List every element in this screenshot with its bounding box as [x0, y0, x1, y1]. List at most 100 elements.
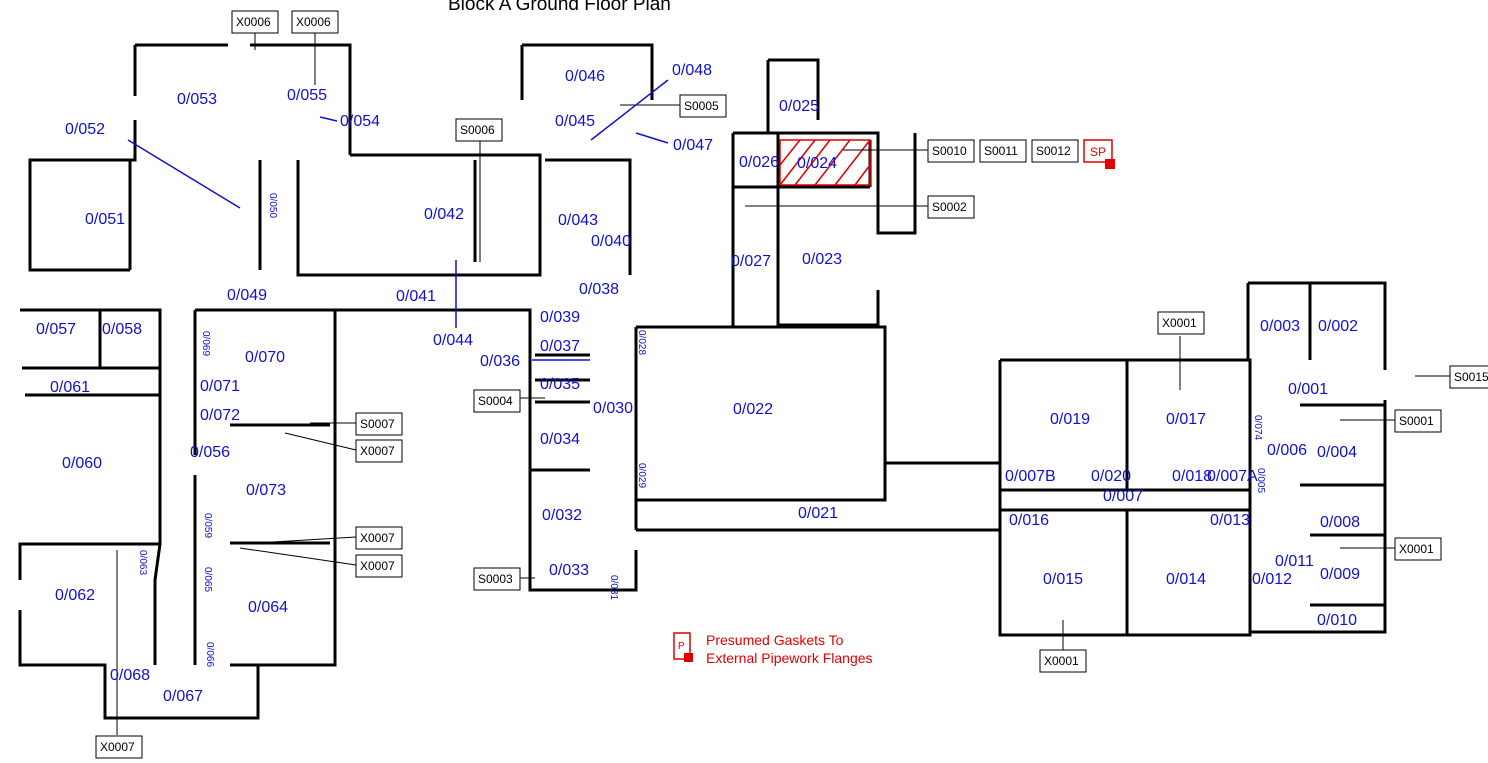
- room-label-0-033: 0/033: [549, 562, 589, 579]
- svg-text:X0001: X0001: [1399, 542, 1434, 556]
- tag-s0001: S0001: [1394, 409, 1442, 433]
- room-label-0-060: 0/060: [62, 455, 102, 472]
- room-label-0-007: 0/007: [1103, 488, 1143, 505]
- room-label-0-008: 0/008: [1320, 514, 1360, 531]
- legend-line-1: Presumed Gaskets To: [706, 632, 844, 648]
- room-label-0-030: 0/030: [593, 400, 633, 417]
- room-label-0-025: 0/025: [779, 98, 819, 115]
- room-label-0-048: 0/048: [672, 62, 712, 79]
- svg-text:S0006: S0006: [460, 123, 495, 137]
- room-label-0-040: 0/040: [591, 233, 631, 250]
- svg-text:S0007: S0007: [360, 417, 395, 431]
- room-label-0-021: 0/021: [798, 505, 838, 522]
- room-label-0-044: 0/044: [433, 332, 473, 349]
- svg-text:X0007: X0007: [360, 559, 395, 573]
- room-label-0-071: 0/071: [200, 378, 240, 395]
- room-label-0-073: 0/073: [246, 482, 286, 499]
- tag-s0010: S0010: [927, 139, 975, 163]
- room-label-0-053: 0/053: [177, 91, 217, 108]
- room-label-0-031: 0/031: [608, 575, 619, 600]
- tag-s0003: S0003: [473, 567, 521, 591]
- svg-text:S0012: S0012: [1036, 144, 1071, 158]
- room-label-0-058: 0/058: [102, 321, 142, 338]
- sp-tag-text: SP: [1090, 145, 1106, 159]
- legend-line-2: External Pipework Flanges: [706, 650, 873, 666]
- room-label-0-028: 0/028: [636, 330, 647, 355]
- room-label-0-065: 0/065: [202, 567, 213, 592]
- room-label-0-074: 0/074: [1252, 415, 1263, 440]
- room-label-0-061: 0/061: [50, 379, 90, 396]
- room-label-0-052: 0/052: [65, 121, 105, 138]
- svg-text:S0011: S0011: [984, 144, 1018, 158]
- tag-x0006: X0006: [231, 10, 279, 34]
- svg-text:X0007: X0007: [100, 740, 135, 754]
- tag-x0001: X0001: [1039, 649, 1087, 673]
- tag-s0002: S0002: [927, 195, 975, 219]
- room-label-0-049: 0/049: [227, 287, 267, 304]
- svg-text:S0010: S0010: [932, 144, 967, 158]
- svg-text:S0004: S0004: [478, 394, 513, 408]
- room-label-0-072: 0/072: [200, 407, 240, 424]
- room-label-0-046: 0/046: [565, 68, 605, 85]
- room-label-0-020: 0/020: [1091, 468, 1131, 485]
- room-label-0-036: 0/036: [480, 353, 520, 370]
- room-label-0-004: 0/004: [1317, 444, 1357, 461]
- room-label-0-070: 0/070: [245, 349, 285, 366]
- room-label-0-064: 0/064: [248, 599, 288, 616]
- room-label-0-045: 0/045: [555, 113, 595, 130]
- tag-x0007: X0007: [355, 439, 403, 463]
- room-label-0-017: 0/017: [1166, 411, 1206, 428]
- room-label-0-041: 0/041: [396, 288, 436, 305]
- room-label-0-063: 0/063: [137, 550, 148, 575]
- svg-text:X0007: X0007: [360, 444, 395, 458]
- room-label-0-007a: 0/007A: [1207, 468, 1258, 485]
- tag-s0005: S0005: [679, 94, 727, 118]
- room-label-0-002: 0/002: [1318, 318, 1358, 335]
- room-label-0-027: 0/027: [731, 253, 771, 270]
- room-label-0-059: 0/059: [202, 513, 213, 538]
- room-label-0-005: 0/005: [1255, 468, 1266, 493]
- room-label-0-066: 0/066: [204, 642, 215, 667]
- room-label-0-024: 0/024: [797, 155, 837, 172]
- tag-x0007: X0007: [355, 554, 403, 578]
- room-label-0-034: 0/034: [540, 431, 580, 448]
- tag-x0007: X0007: [95, 735, 143, 759]
- tag-s0011: S0011: [979, 139, 1027, 163]
- room-label-0-057: 0/057: [36, 321, 76, 338]
- room-label-0-043: 0/043: [558, 212, 598, 229]
- room-label-0-050: 0/050: [267, 193, 278, 218]
- room-label-0-015: 0/015: [1043, 571, 1083, 588]
- room-label-0-009: 0/009: [1320, 566, 1360, 583]
- room-label-0-012: 0/012: [1252, 571, 1292, 588]
- room-label-0-019: 0/019: [1050, 411, 1090, 428]
- tag-x0001: X0001: [1157, 311, 1205, 335]
- room-label-0-067: 0/067: [163, 688, 203, 705]
- room-label-0-022: 0/022: [733, 401, 773, 418]
- svg-text:X0006: X0006: [296, 15, 331, 29]
- tag-s0007: S0007: [355, 412, 403, 436]
- room-label-0-035: 0/035: [540, 376, 580, 393]
- room-label-0-016: 0/016: [1009, 512, 1049, 529]
- room-label-0-007b: 0/007B: [1005, 468, 1056, 485]
- drawing-title: Block A Ground Floor Plan: [448, 0, 671, 15]
- room-label-0-013: 0/013: [1210, 512, 1250, 529]
- hatched-hazard-area: [779, 139, 871, 186]
- room-label-0-056: 0/056: [190, 444, 230, 461]
- room-labels: 0/0010/0020/0030/0040/0070/007A0/007B0/0…: [36, 62, 1360, 705]
- svg-text:S0015: S0015: [1454, 370, 1488, 384]
- room-label-0-055: 0/055: [287, 87, 327, 104]
- room-label-0-039: 0/039: [540, 309, 580, 326]
- room-label-0-023: 0/023: [802, 251, 842, 268]
- room-label-0-062: 0/062: [55, 587, 95, 604]
- wall-lines: [18, 43, 1387, 720]
- tag-x0001: X0001: [1394, 537, 1442, 561]
- tag-s0012: S0012: [1031, 139, 1079, 163]
- room-label-0-051: 0/051: [85, 211, 125, 228]
- room-label-0-054: 0/054: [340, 113, 380, 130]
- room-label-0-011: 0/011: [1275, 553, 1314, 570]
- svg-text:X0007: X0007: [360, 531, 395, 545]
- room-label-0-069: 0/069: [200, 331, 211, 356]
- legend-text: Presumed Gaskets To External Pipework Fl…: [706, 631, 873, 667]
